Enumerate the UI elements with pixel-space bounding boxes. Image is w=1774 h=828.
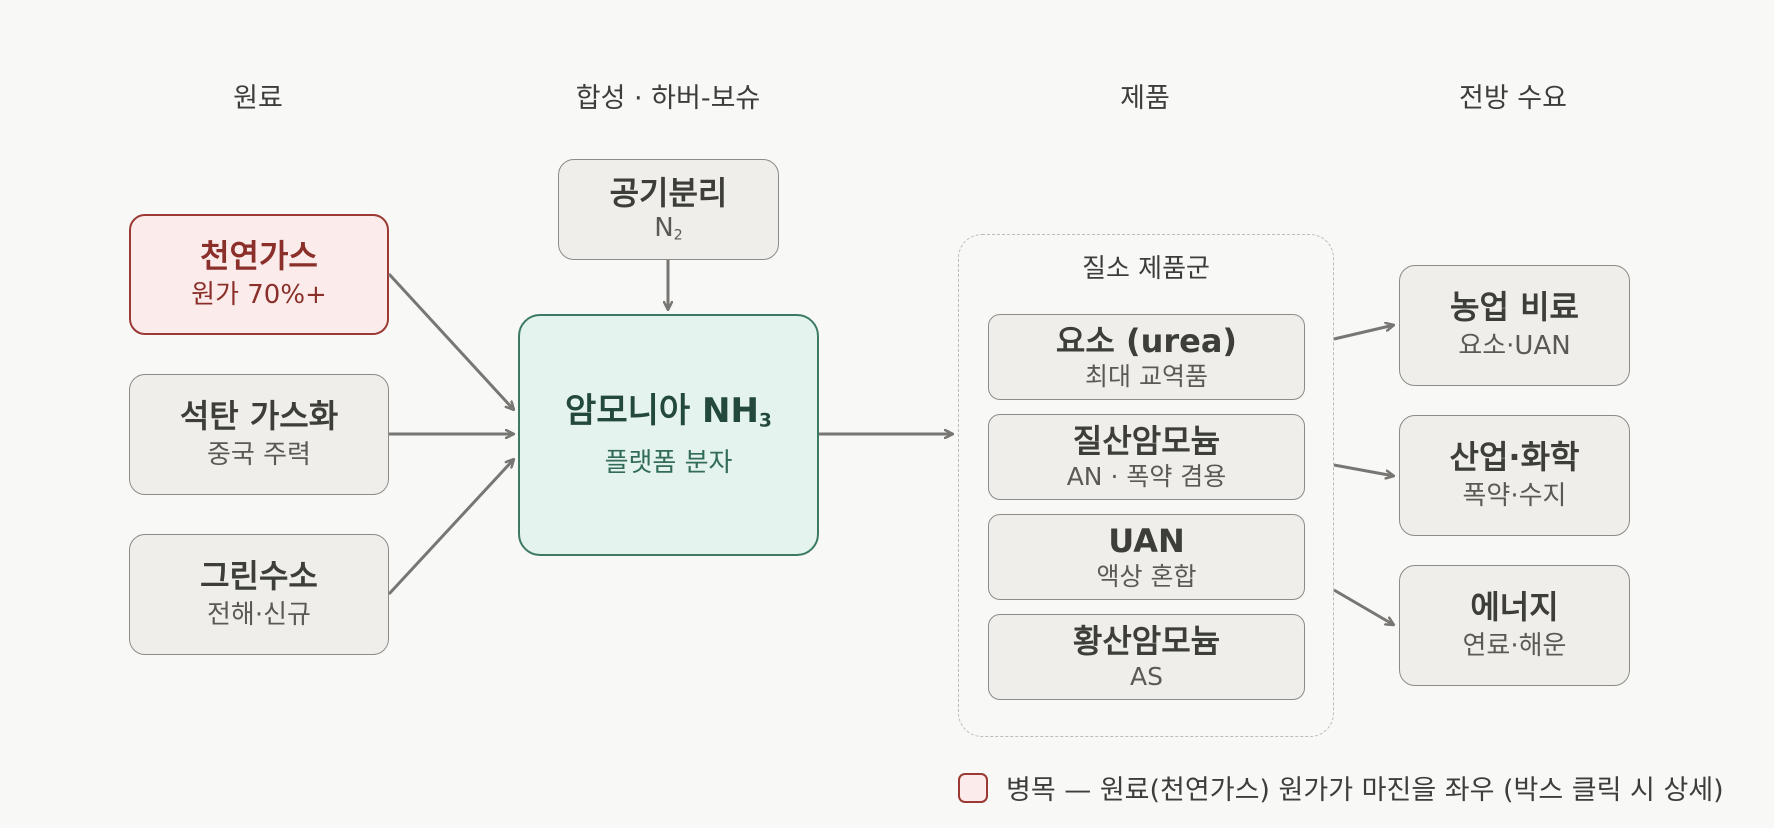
product-node-subtitle: 최대 교역품 [1085,361,1208,391]
air-separation-subtitle: N2 [654,212,683,244]
nitrogen-product-group-label: 질소 제품군 [1082,254,1210,284]
legend-bottleneck-swatch [958,772,988,803]
product-node-subtitle: AS [1130,661,1163,691]
nitrogen-product-group [958,234,1334,737]
raw-node-title: 그린수소 [200,557,318,596]
legend-text: 병목 — 원료(천연가스) 원가가 마진을 좌우 (박스 클릭 시 상세) [1006,775,1724,806]
demand-node-agriculture[interactable]: 농업 비료 요소·UAN [1399,265,1630,386]
arrow-products-to-industrial [1333,463,1394,476]
product-node-subtitle: 액상 혼합 [1096,561,1197,591]
raw-node-subtitle: 원가 70%+ [191,280,327,311]
demand-node-subtitle: 폭약·수지 [1462,481,1567,512]
raw-node-natural-gas[interactable]: 천연가스 원가 70%+ [129,214,389,335]
air-separation-title: 공기분리 [609,173,728,212]
demand-node-title: 에너지 [1470,588,1559,627]
column-header-demand: 전방 수요 [1459,83,1567,114]
product-node-title: UAN [1108,522,1185,561]
demand-node-subtitle: 요소·UAN [1458,331,1571,362]
demand-node-industrial-chemical[interactable]: 산업·화학 폭약·수지 [1399,415,1630,536]
product-node-ammonium-nitrate[interactable]: 질산암모늄 AN · 폭약 겸용 [988,414,1305,500]
product-node-title: 요소 (urea) [1055,322,1238,361]
product-node-title: 질산암모늄 [1072,422,1221,461]
demand-node-energy[interactable]: 에너지 연료·해운 [1399,565,1630,686]
demand-node-title: 농업 비료 [1450,288,1579,327]
column-header-raw: 원료 [233,83,283,114]
raw-node-coal-gasification[interactable]: 석탄 가스화 중국 주력 [129,374,389,495]
air-separation-node[interactable]: 공기분리 N2 [558,159,779,260]
raw-node-title: 천연가스 [200,237,318,276]
product-node-urea[interactable]: 요소 (urea) 최대 교역품 [988,314,1305,400]
column-header-synthesis: 합성 · 하버-보슈 [575,83,761,114]
column-header-product: 제품 [1120,83,1170,114]
ammonia-core-subtitle: 플랫폼 분자 [604,447,733,478]
product-node-uan[interactable]: UAN 액상 혼합 [988,514,1305,600]
demand-node-subtitle: 연료·해운 [1462,631,1567,662]
product-node-ammonium-sulfate[interactable]: 황산암모늄 AS [988,614,1305,700]
arrow-natural-gas-to-ammonia [387,272,514,410]
arrow-green-hydrogen-to-ammonia [387,459,514,596]
product-node-subtitle: AN · 폭약 겸용 [1066,461,1227,491]
raw-node-green-hydrogen[interactable]: 그린수소 전해·신규 [129,534,389,655]
raw-node-subtitle: 전해·신규 [207,600,311,631]
legend: 병목 — 원료(천연가스) 원가가 마진을 좌우 (박스 클릭 시 상세) [958,768,1724,807]
raw-node-subtitle: 중국 주력 [207,440,311,471]
product-node-title: 황산암모늄 [1072,622,1221,661]
raw-node-title: 석탄 가스화 [179,397,339,436]
demand-node-title: 산업·화학 [1449,438,1580,477]
arrow-products-to-energy [1333,588,1394,627]
ammonia-core-node[interactable]: 암모니아 NH3 플랫폼 분자 [518,314,819,556]
arrow-products-to-agriculture [1333,325,1394,341]
ammonia-core-title: 암모니아 NH3 [565,390,772,432]
